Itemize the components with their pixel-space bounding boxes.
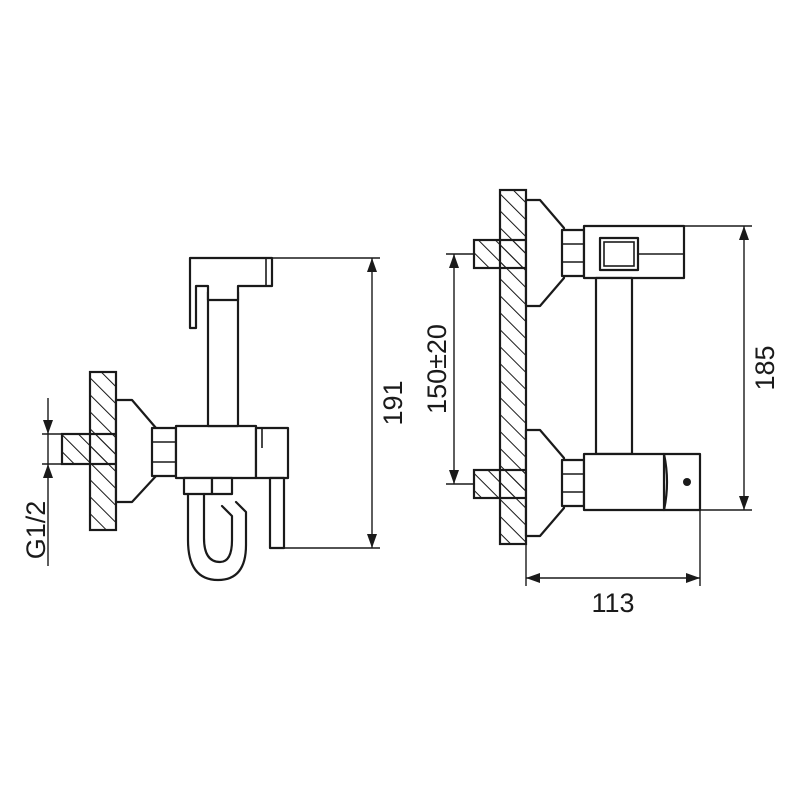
side-hex-nut [150,426,178,478]
dim-thread-label: G1/2 [21,501,51,560]
dim-depth-label: 113 [591,588,634,618]
side-dimensions: 191 G1/2 [21,257,408,566]
side-handle [254,426,290,480]
front-lower-nut [560,458,586,508]
side-hose [186,492,248,582]
front-view [472,188,702,546]
dim-side-height-label: 191 [378,380,408,425]
side-inlet-pipe [60,432,122,466]
side-lever-rod [268,476,286,550]
front-upper-inlet [472,238,530,270]
front-upper-escutcheon [524,198,566,308]
front-upper-nut [560,228,586,278]
side-view [60,256,290,582]
front-handle [662,452,702,512]
side-sprayer-holder [188,256,274,330]
front-lower-inlet [472,468,530,500]
side-hose-outlet [182,476,214,496]
dim-front-height-label: 185 [750,345,780,390]
front-mixer-body [582,452,666,512]
front-lower-escutcheon [524,428,566,538]
side-riser-pipe [206,290,240,428]
dim-spacing-label: 150±20 [422,324,452,414]
front-dimensions: 150±20 185 113 [422,225,780,618]
front-handle-marker [683,478,691,486]
side-escutcheon [114,398,158,504]
side-hose-outlet-2 [210,476,234,496]
front-column-pipe [594,276,634,456]
front-holder-bracket [598,236,640,272]
side-mixer-body [174,424,258,480]
